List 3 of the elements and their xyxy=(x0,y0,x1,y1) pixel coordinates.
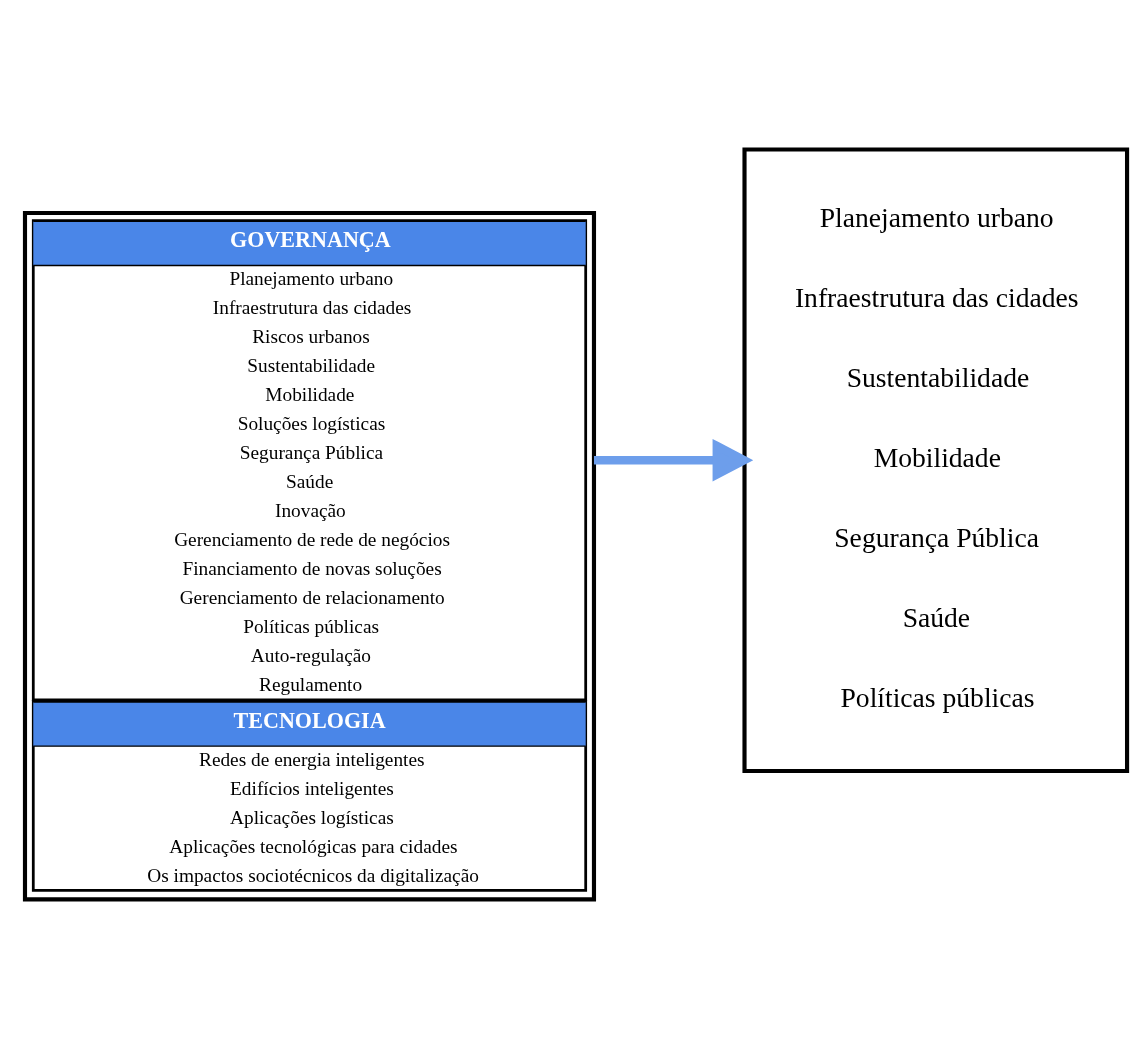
arrow xyxy=(594,438,754,482)
cluster xyxy=(22,210,597,901)
node-box: Planejamento urbano Infraestrutura das cidades Sustentabilidade Mobilidade Segurança Pública Saúde Políticas públicas xyxy=(742,146,1130,773)
